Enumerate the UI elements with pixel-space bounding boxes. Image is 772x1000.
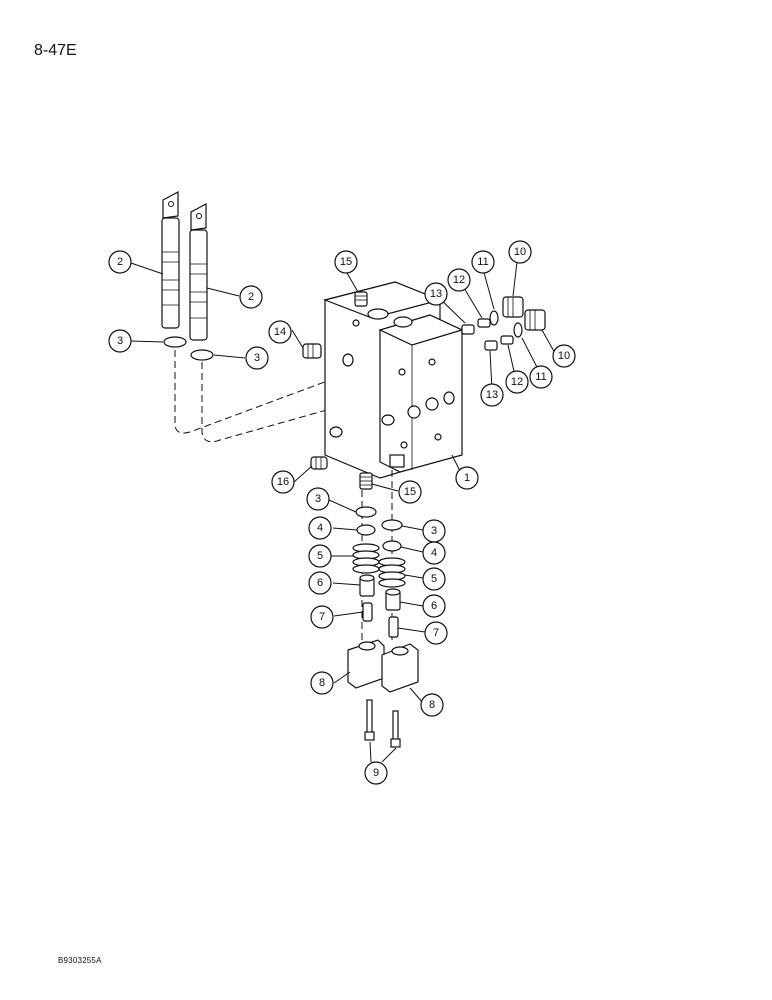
svg-text:11: 11 bbox=[535, 371, 546, 383]
bolt-right bbox=[390, 710, 401, 748]
callout-13: 13 bbox=[480, 383, 504, 407]
svg-text:2: 2 bbox=[117, 256, 123, 268]
callout-12: 12 bbox=[447, 268, 471, 292]
callout-5: 5 bbox=[422, 567, 446, 591]
o-ring bbox=[355, 506, 377, 518]
spring-right bbox=[378, 557, 406, 588]
callout-5: 5 bbox=[308, 544, 332, 568]
callout-8: 8 bbox=[310, 671, 334, 695]
svg-text:15: 15 bbox=[404, 486, 416, 498]
svg-text:3: 3 bbox=[254, 352, 260, 364]
svg-text:12: 12 bbox=[511, 376, 523, 388]
svg-text:10: 10 bbox=[514, 246, 526, 258]
callout-14: 14 bbox=[268, 320, 292, 344]
figure-code: B9303255A bbox=[58, 956, 102, 965]
fitting-15-bottom bbox=[359, 472, 373, 490]
callout-10: 10 bbox=[552, 344, 576, 368]
plug-16 bbox=[310, 456, 328, 470]
callout-3: 3 bbox=[108, 329, 132, 353]
svg-text:15: 15 bbox=[340, 256, 352, 268]
callout-7: 7 bbox=[424, 621, 448, 645]
svg-text:16: 16 bbox=[277, 476, 289, 488]
svg-text:3: 3 bbox=[315, 493, 321, 505]
callout-4: 4 bbox=[422, 541, 446, 565]
callout-6: 6 bbox=[422, 594, 446, 618]
callout-11: 11 bbox=[529, 365, 553, 389]
spool-left bbox=[161, 191, 180, 329]
bolt-left bbox=[364, 699, 375, 741]
svg-text:7: 7 bbox=[319, 611, 325, 623]
svg-text:9: 9 bbox=[373, 767, 379, 779]
callout-2: 2 bbox=[108, 250, 132, 274]
cap-left bbox=[347, 639, 385, 689]
svg-text:1: 1 bbox=[464, 472, 470, 484]
svg-text:10: 10 bbox=[558, 350, 570, 362]
cap-right bbox=[381, 643, 419, 693]
seat-right bbox=[385, 588, 401, 611]
poppet-left bbox=[362, 602, 373, 622]
o-ring bbox=[381, 519, 403, 531]
callout-15: 15 bbox=[398, 480, 422, 504]
svg-text:4: 4 bbox=[317, 522, 323, 534]
callout-8: 8 bbox=[420, 693, 444, 717]
page-title: 8-47E bbox=[34, 42, 77, 59]
washer bbox=[382, 540, 402, 552]
fitting-15-top bbox=[354, 291, 368, 307]
callout-6: 6 bbox=[308, 571, 332, 595]
callout-15: 15 bbox=[334, 250, 358, 274]
washer bbox=[356, 524, 376, 536]
poppet-right bbox=[388, 616, 399, 638]
callout-7: 7 bbox=[310, 605, 334, 629]
svg-text:2: 2 bbox=[248, 291, 254, 303]
callout-3: 3 bbox=[422, 519, 446, 543]
callout-10: 10 bbox=[508, 240, 532, 264]
svg-text:8: 8 bbox=[319, 677, 325, 689]
callout-3: 3 bbox=[306, 487, 330, 511]
svg-text:6: 6 bbox=[317, 577, 323, 589]
callout-16: 16 bbox=[271, 470, 295, 494]
callout-12: 12 bbox=[505, 370, 529, 394]
spring-left bbox=[352, 543, 380, 574]
callout-3: 3 bbox=[245, 346, 269, 370]
callout-11: 11 bbox=[471, 250, 495, 274]
callout-1: 1 bbox=[455, 466, 479, 490]
spool-right bbox=[189, 203, 208, 341]
svg-text:5: 5 bbox=[317, 550, 323, 562]
svg-text:3: 3 bbox=[431, 525, 437, 537]
relief-parts-lower bbox=[484, 309, 546, 351]
svg-text:12: 12 bbox=[453, 274, 465, 286]
seat-left bbox=[359, 574, 375, 597]
svg-text:13: 13 bbox=[430, 288, 442, 300]
o-ring bbox=[190, 349, 214, 361]
svg-text:6: 6 bbox=[431, 600, 437, 612]
svg-text:3: 3 bbox=[117, 335, 123, 347]
svg-text:13: 13 bbox=[486, 389, 498, 401]
callout-2: 2 bbox=[239, 285, 263, 309]
svg-text:5: 5 bbox=[431, 573, 437, 585]
svg-text:11: 11 bbox=[477, 256, 488, 268]
callout-13: 13 bbox=[424, 282, 448, 306]
svg-text:14: 14 bbox=[274, 326, 286, 338]
svg-text:4: 4 bbox=[431, 547, 437, 559]
plug-14 bbox=[302, 343, 322, 359]
valve-body bbox=[323, 281, 464, 479]
svg-text:8: 8 bbox=[429, 699, 435, 711]
callout-9: 9 bbox=[364, 761, 388, 785]
svg-text:7: 7 bbox=[433, 627, 439, 639]
relief-parts-upper bbox=[461, 296, 524, 335]
callout-4: 4 bbox=[308, 516, 332, 540]
o-ring bbox=[163, 336, 187, 348]
